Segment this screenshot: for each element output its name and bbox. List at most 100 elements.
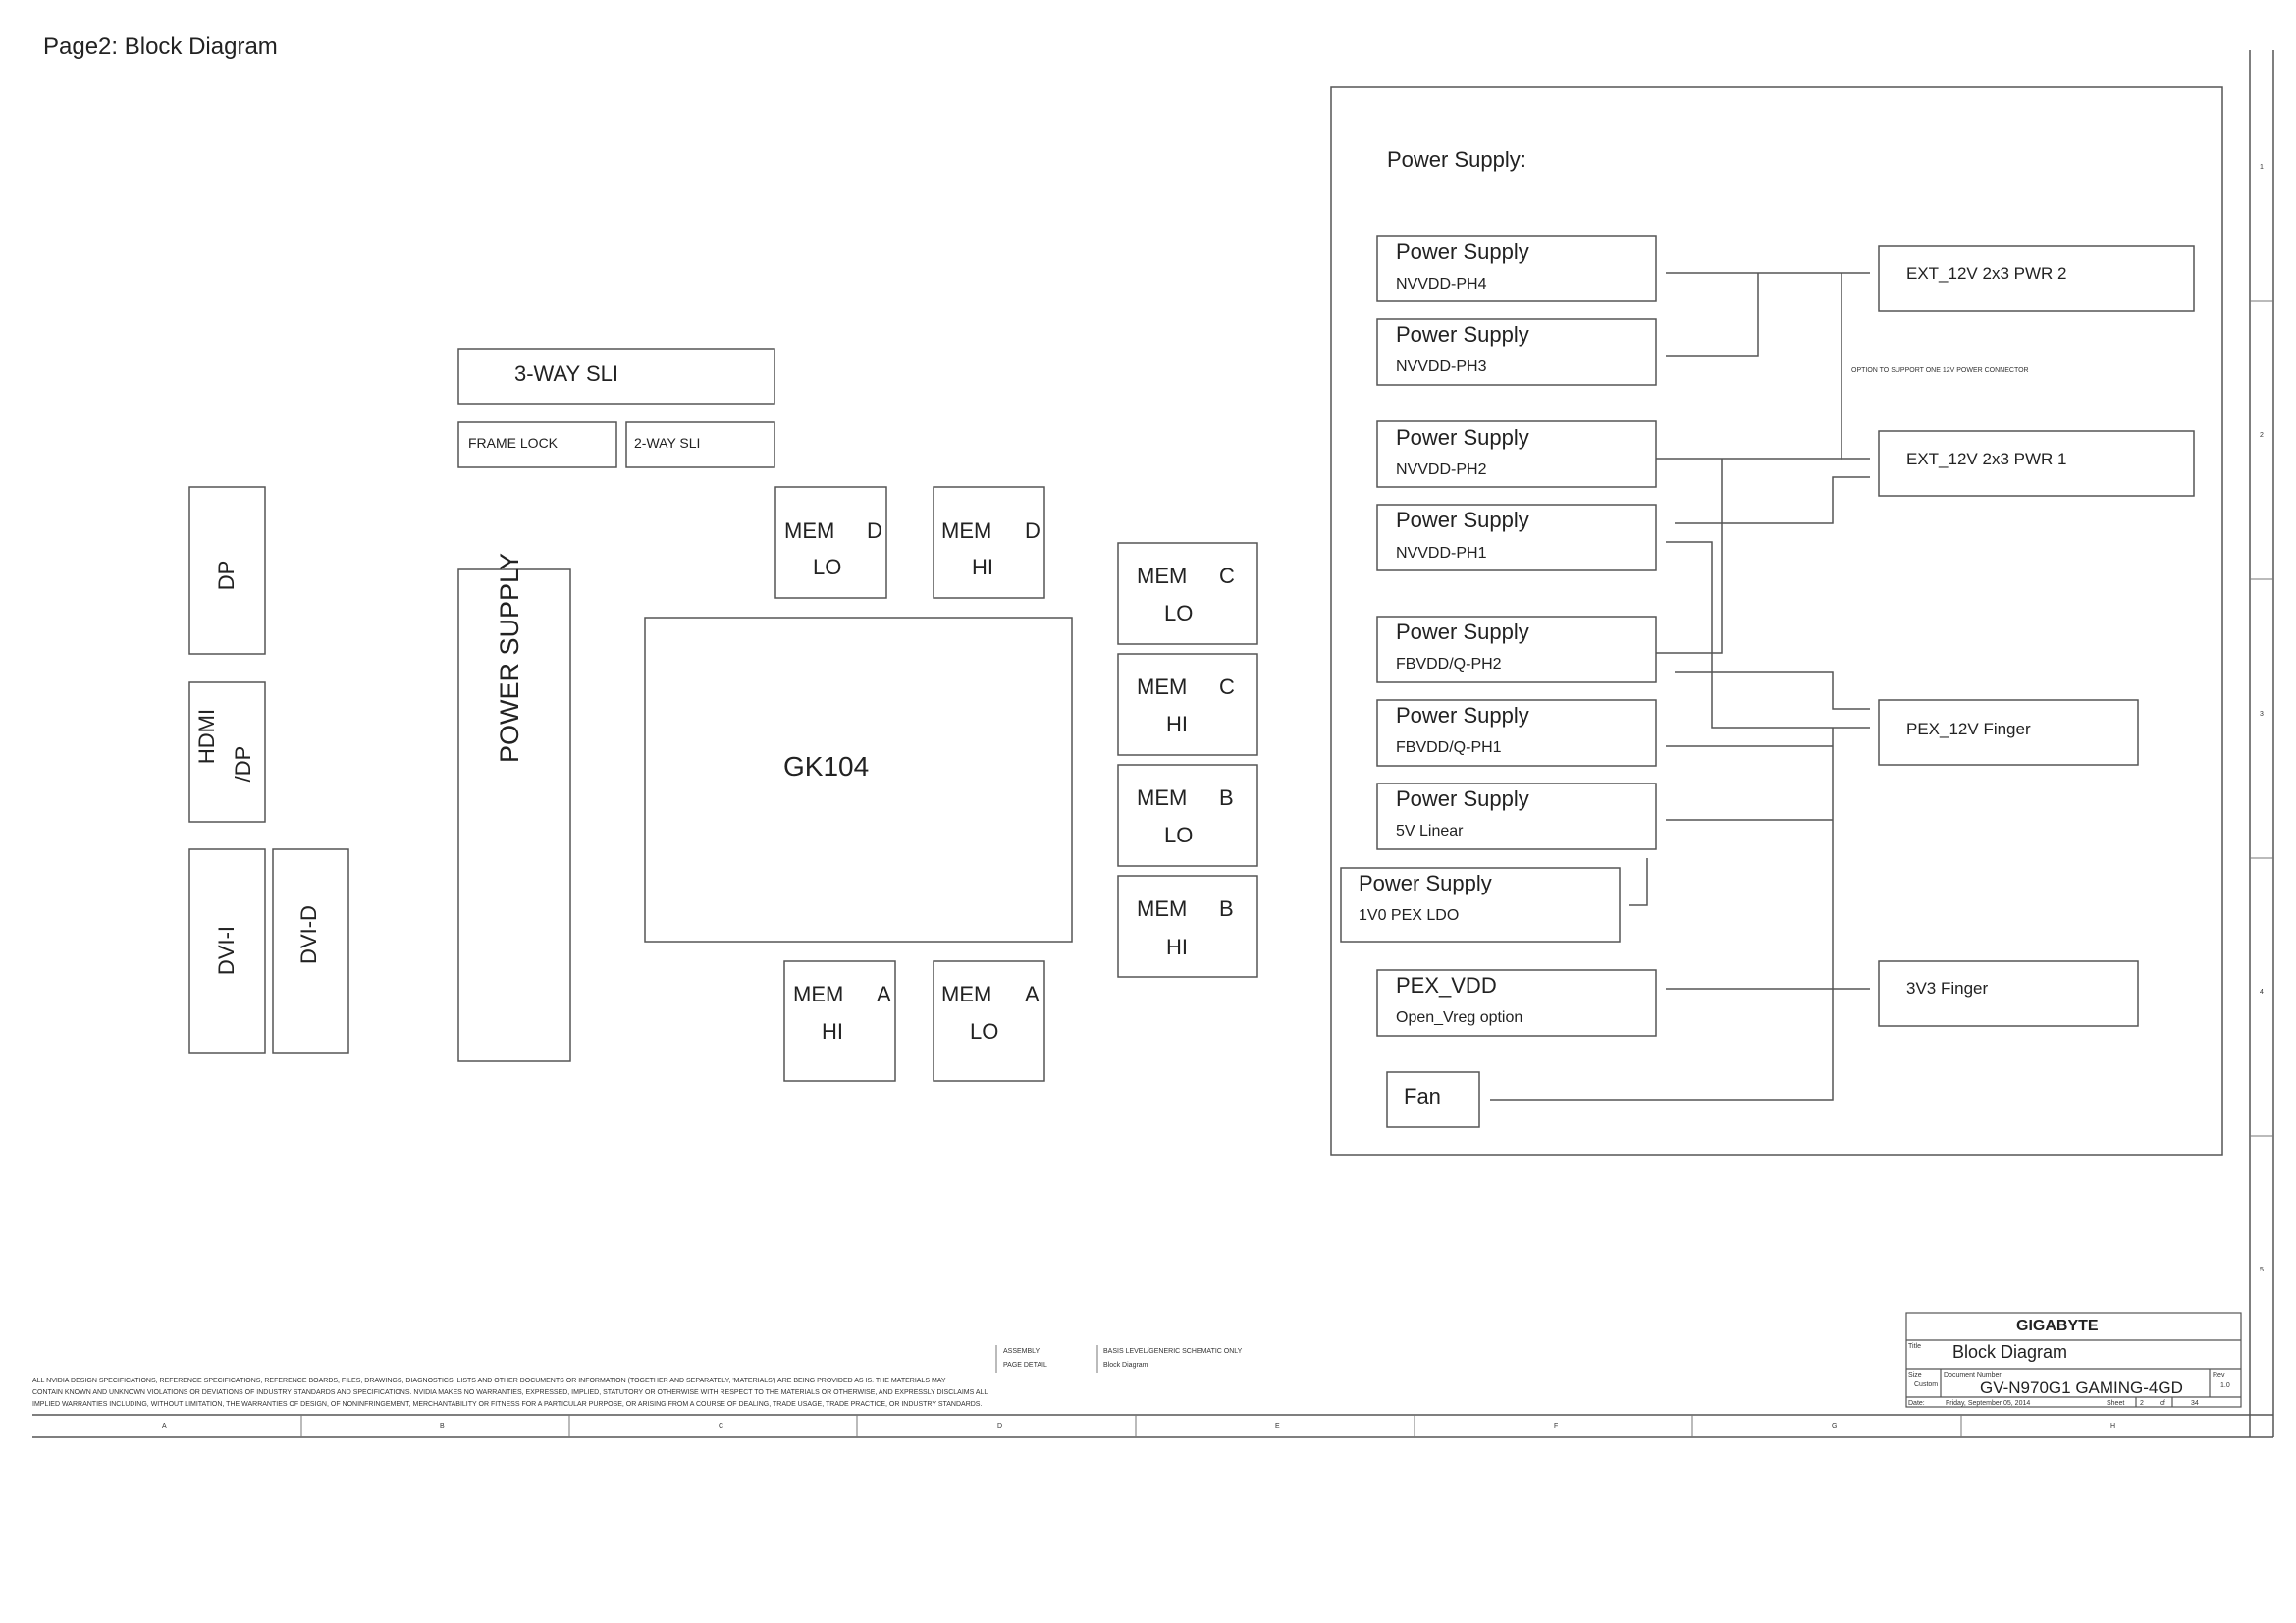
hdmi-dp-connector-box	[188, 681, 266, 823]
dvi-i-connector-box	[188, 848, 266, 1054]
sli-2way-box	[625, 421, 775, 468]
hdmi-dp-label: /DP	[231, 746, 255, 783]
supply-subtitle: NVVDD-PH1	[1396, 545, 1487, 562]
supply-title: Power Supply	[1359, 871, 1492, 895]
mem-a-lo-channel: A	[1025, 982, 1040, 1006]
mem-d-lo-channel: D	[867, 518, 882, 543]
gpu-label: GK104	[783, 751, 869, 782]
mem-a-hi-half: HI	[822, 1019, 843, 1044]
mem-b-hi-channel: B	[1219, 896, 1234, 921]
dp-label: DP	[214, 561, 239, 591]
size-value: Custom	[1914, 1381, 1938, 1388]
finger-3v3-box	[1878, 960, 2139, 1027]
mem-a-hi-channel: A	[877, 982, 891, 1006]
supply-subtitle: 5V Linear	[1396, 823, 1464, 839]
size-field-label: Size	[1908, 1372, 1922, 1379]
frame-lock-box	[457, 421, 617, 468]
supply-fbvddq-ph1: Power Supply FBVDD/Q-PH1	[1376, 699, 1657, 767]
mem-d-hi-block	[933, 486, 1045, 599]
ext-pwr2-box	[1878, 245, 2195, 312]
ext-pwr1-label: EXT_12V 2x3 PWR 1	[1906, 450, 2066, 468]
page-title: Page2: Block Diagram	[43, 33, 278, 60]
dvi-d-label: DVI-D	[296, 905, 321, 964]
supply-subtitle: Open_Vreg option	[1396, 1009, 1522, 1026]
date-value: Friday, September 05, 2014	[1946, 1400, 2030, 1407]
supply-pex-vdd: PEX_VDD Open_Vreg option	[1376, 969, 1657, 1037]
mem-b-lo-mem: MEM	[1137, 785, 1187, 810]
mem-c-hi-channel: C	[1219, 675, 1235, 699]
disclaimer-line: IMPLIED WARRANTIES INCLUDING, WITHOUT LI…	[32, 1401, 982, 1408]
fan-block: Fan	[1386, 1071, 1480, 1128]
mem-b-hi-block	[1117, 875, 1258, 978]
power-wires	[1490, 272, 1870, 1101]
assembly-label: ASSEMBLY	[1003, 1348, 1041, 1355]
supply-nvvdd-ph1: Power Supply NVVDD-PH1	[1376, 504, 1657, 571]
power-supply-label: POWER SUPPLY	[495, 553, 524, 763]
supply-title: PEX_VDD	[1396, 973, 1497, 998]
supply-title: Power Supply	[1396, 620, 1529, 644]
supply-5v-linear: Power Supply 5V Linear	[1376, 783, 1657, 850]
mem-c-lo-half: LO	[1164, 601, 1193, 625]
mem-a-lo-mem: MEM	[941, 982, 991, 1006]
sli-2way-label: 2-WAY SLI	[634, 435, 700, 451]
ext-pwr1-box	[1878, 430, 2195, 497]
title-field-label: Title	[1908, 1343, 1921, 1350]
dp-connector-box	[188, 486, 266, 655]
supply-title: Power Supply	[1396, 508, 1529, 532]
sli-3way-label: 3-WAY SLI	[514, 361, 618, 386]
pex-12v-finger-label: PEX_12V Finger	[1906, 720, 2031, 738]
option-note: OPTION TO SUPPORT ONE 12V POWER CONNECTO…	[1851, 367, 2029, 374]
zone-x-label: H	[2110, 1423, 2115, 1430]
supply-subtitle: NVVDD-PH4	[1396, 276, 1487, 293]
hdmi-label: HDMI	[194, 709, 219, 764]
zone-x-label: G	[1832, 1423, 1837, 1430]
rev-field-label: Rev	[2213, 1372, 2225, 1379]
supply-nvvdd-ph4: Power Supply NVVDD-PH4	[1376, 235, 1657, 302]
zone-y-label: 3	[2260, 711, 2264, 718]
mem-b-hi-mem: MEM	[1137, 896, 1187, 921]
zone-y-label: 1	[2260, 164, 2264, 171]
date-field-label: Date:	[1908, 1400, 1925, 1407]
sheet-value: 2	[2140, 1400, 2144, 1407]
mem-d-lo-half: LO	[813, 555, 841, 579]
docnum-field-label: Document Number	[1944, 1372, 2002, 1379]
power-supply-frame	[1330, 86, 2223, 1156]
sli-3way-box	[457, 348, 775, 405]
dvi-d-connector-box	[272, 848, 349, 1054]
supply-subtitle: NVVDD-PH3	[1396, 358, 1487, 375]
zone-x-label: F	[1554, 1423, 1558, 1430]
sheet-field-label: Sheet	[2107, 1400, 2124, 1407]
zone-x-label: D	[997, 1423, 1002, 1430]
supply-1v0-pex-ldo: Power Supply 1V0 PEX LDO	[1340, 867, 1621, 943]
mem-d-hi-mem: MEM	[941, 518, 991, 543]
mem-b-lo-block	[1117, 764, 1258, 867]
of-field-label: of	[2160, 1400, 2165, 1407]
page-detail-label: PAGE DETAIL	[1003, 1362, 1047, 1369]
dvi-i-label: DVI-I	[214, 926, 239, 975]
supply-fbvddq-ph2: Power Supply FBVDD/Q-PH2	[1376, 616, 1657, 683]
mem-c-lo-mem: MEM	[1137, 564, 1187, 588]
mem-a-hi-mem: MEM	[793, 982, 843, 1006]
of-value: 34	[2191, 1400, 2199, 1407]
mem-d-lo-mem: MEM	[784, 518, 834, 543]
fan-label: Fan	[1404, 1084, 1441, 1109]
mem-b-lo-half: LO	[1164, 823, 1193, 847]
basis-label: BASIS LEVEL/GENERIC SCHEMATIC ONLY	[1103, 1348, 1243, 1355]
supply-subtitle: NVVDD-PH2	[1396, 461, 1487, 478]
mem-c-lo-block	[1117, 542, 1258, 645]
mem-c-hi-half: HI	[1166, 712, 1188, 736]
ext-pwr2-label: EXT_12V 2x3 PWR 2	[1906, 264, 2066, 283]
mem-c-lo-channel: C	[1219, 564, 1235, 588]
zone-dividers-y	[2250, 300, 2273, 1137]
zone-dividers-x	[300, 1415, 1962, 1437]
mem-d-lo-block	[774, 486, 887, 599]
zone-x-label: A	[162, 1423, 167, 1430]
supply-title: Power Supply	[1396, 322, 1529, 347]
supply-title: Power Supply	[1396, 425, 1529, 450]
disclaimer-line: CONTAIN KNOWN AND UNKNOWN VIOLATIONS OR …	[32, 1389, 988, 1396]
sheet-title: Block Diagram	[1952, 1342, 2067, 1362]
supply-subtitle: 1V0 PEX LDO	[1359, 907, 1459, 924]
zone-y-label: 5	[2260, 1267, 2264, 1273]
disclaimer-line: ALL NVIDIA DESIGN SPECIFICATIONS, REFERE…	[32, 1378, 946, 1384]
